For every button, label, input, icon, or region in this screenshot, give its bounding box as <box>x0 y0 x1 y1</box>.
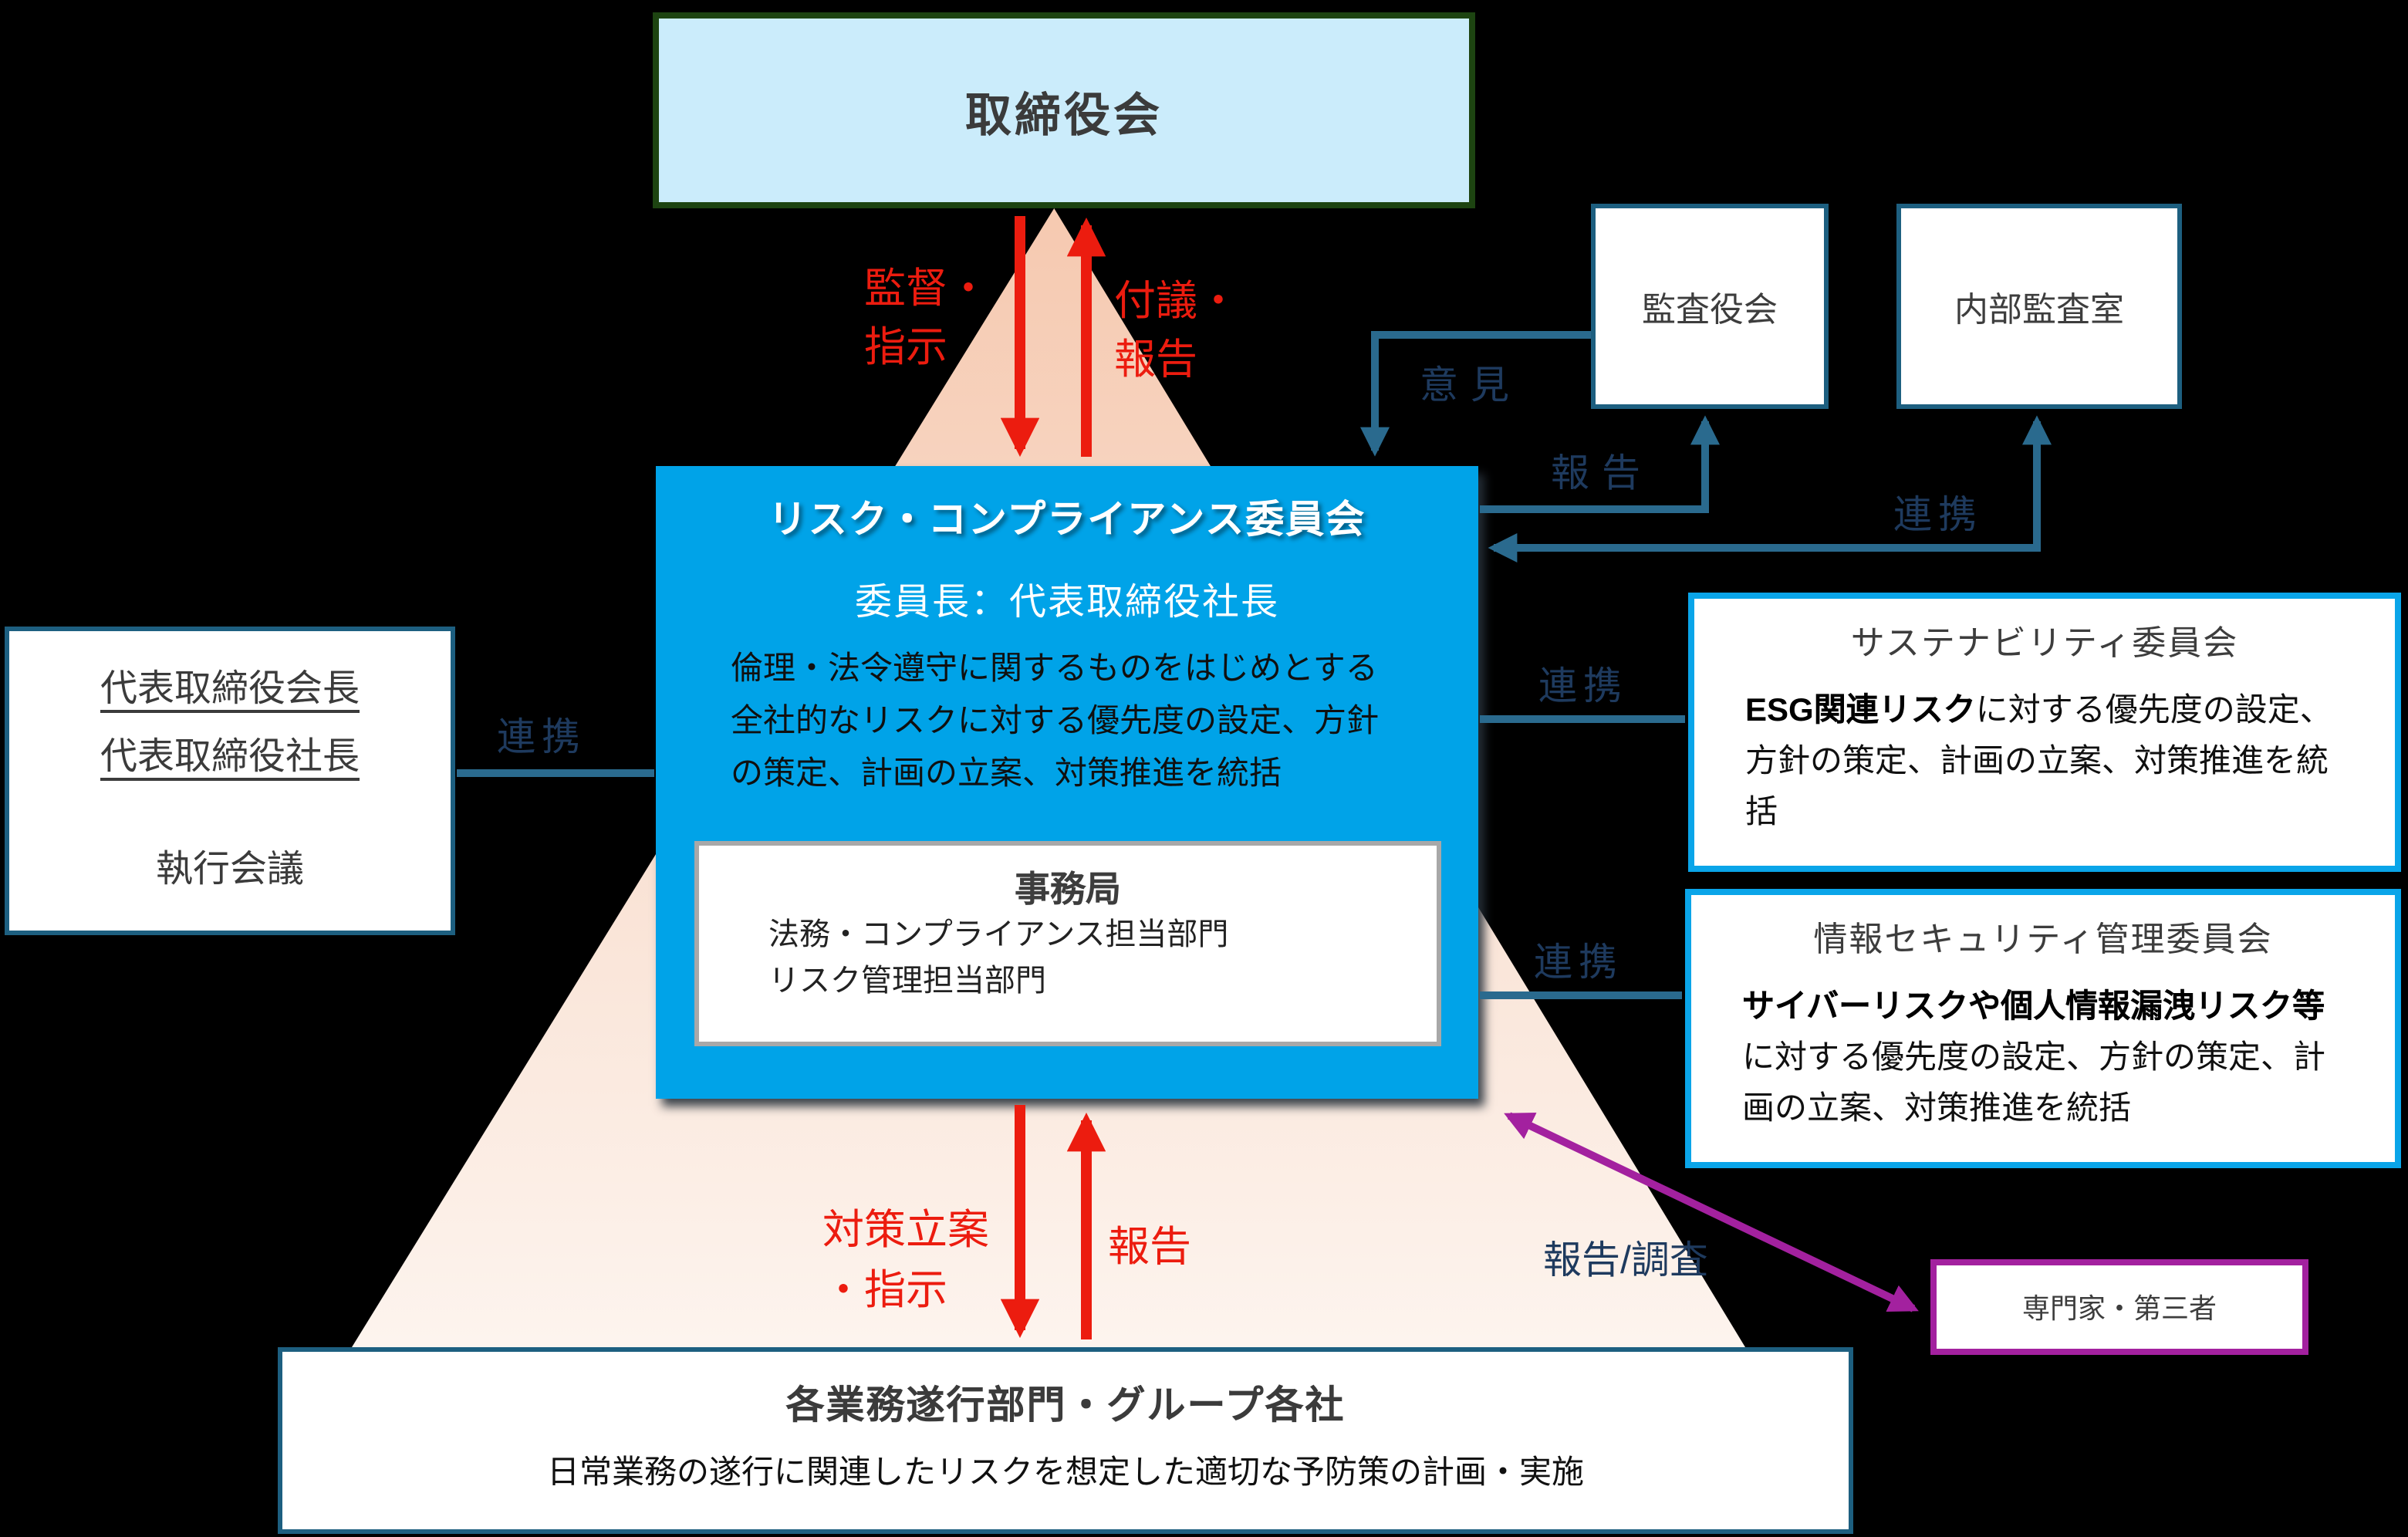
executives-box: 代表取締役会長 代表取締役社長 執行会議 <box>5 627 455 935</box>
infosec-description-bold: サイバーリスクや個人情報漏洩リスク等 <box>1742 989 2325 1025</box>
committee-description: 倫理・法令遵守に関するものをはじめとする全社的なリスクに対する優先度の設定、方針… <box>731 651 1379 792</box>
report-investigate-label: 報告/調査 <box>1543 1239 1708 1282</box>
sustainability-description-bold: ESG関連リスク <box>1745 693 1976 728</box>
plan-direct-label: 対策立案 ・指示 <box>822 1207 989 1313</box>
experts-box: 専門家・第三者 <box>1930 1259 2308 1355</box>
board-of-directors-label: 取締役会 <box>965 90 1163 141</box>
audit-board-label: 監査役会 <box>1641 289 1778 328</box>
infosec-title: 情報セキュリティ管理委員会 <box>1813 920 2273 958</box>
report-label: 報告 <box>1551 452 1653 495</box>
committee-title: リスク・コンプライアンス委員会 <box>768 498 1366 542</box>
sustainability-committee-box: サステナビリティ委員会 ESG関連リスクに対する優先度の設定、方針の策定、計画の… <box>1688 593 2401 872</box>
internal-audit-box: 内部監査室 <box>1896 204 2182 409</box>
infosec-description: サイバーリスクや個人情報漏洩リスク等に対する優先度の設定、方針の策定、計画の立案… <box>1742 981 2355 1134</box>
supervise-direct-label: 監督・ 指示 <box>864 265 989 370</box>
sustainability-title: サステナビリティ委員会 <box>1850 623 2239 662</box>
report-label-bottom: 報告 <box>1108 1224 1191 1270</box>
internal-audit-label: 内部監査室 <box>1954 289 2124 328</box>
sustainability-description: ESG関連リスクに対する優先度の設定、方針の策定、計画の立案、対策推進を統括 <box>1745 685 2355 838</box>
operations-title: 各業務遂行部門・グループ各社 <box>785 1384 1346 1427</box>
opinion-label: 意見 <box>1420 364 1522 407</box>
operations-box: 各業務遂行部門・グループ各社 日常業務の遂行に関連したリスクを想定した適切な予防… <box>278 1347 1853 1534</box>
chairman-label: 代表取締役会長 <box>100 668 360 710</box>
secretariat-box: 事務局 法務・コンプライアンス担当部門 リスク管理担当部門 <box>694 841 1441 1046</box>
secretariat-title: 事務局 <box>1015 869 1121 909</box>
infosec-description-rest: に対する優先度の設定、方針の策定、計画の立案、対策推進を統括 <box>1742 1040 2325 1127</box>
coordination-label-sustainability: 連携 <box>1538 665 1629 708</box>
committee-chair-label: 委員長：代表取締役社長 <box>855 582 1279 623</box>
coordination-label-infosec: 連携 <box>1534 941 1624 985</box>
operations-description: 日常業務の遂行に関連したリスクを想定した適切な予防策の計画・実施 <box>547 1455 1584 1491</box>
executive-meeting-label: 執行会議 <box>156 849 304 890</box>
audit-board-box: 監査役会 <box>1591 204 1829 409</box>
board-of-directors-box: 取締役会 <box>653 12 1475 208</box>
risk-compliance-committee-box: リスク・コンプライアンス委員会 委員長：代表取締役社長 倫理・法令遵守に関するも… <box>656 466 1478 1099</box>
coordination-label-executives: 連携 <box>497 716 587 759</box>
president-label: 代表取締役社長 <box>100 736 360 778</box>
submit-report-label: 付議・ 報告 <box>1114 278 1239 383</box>
secretariat-dept-risk: リスク管理担当部門 <box>768 964 1046 998</box>
sustainability-description-rest: に対する優先度の設定、方針の策定、計画の立案、対策推進を統括 <box>1745 693 2332 830</box>
experts-label: 専門家・第三者 <box>2022 1293 2217 1324</box>
infosec-committee-box: 情報セキュリティ管理委員会 サイバーリスクや個人情報漏洩リスク等に対する優先度の… <box>1685 889 2401 1168</box>
secretariat-dept-legal: 法務・コンプライアンス担当部門 <box>768 918 1229 952</box>
coordination-label-internal-audit: 連携 <box>1893 494 1984 537</box>
